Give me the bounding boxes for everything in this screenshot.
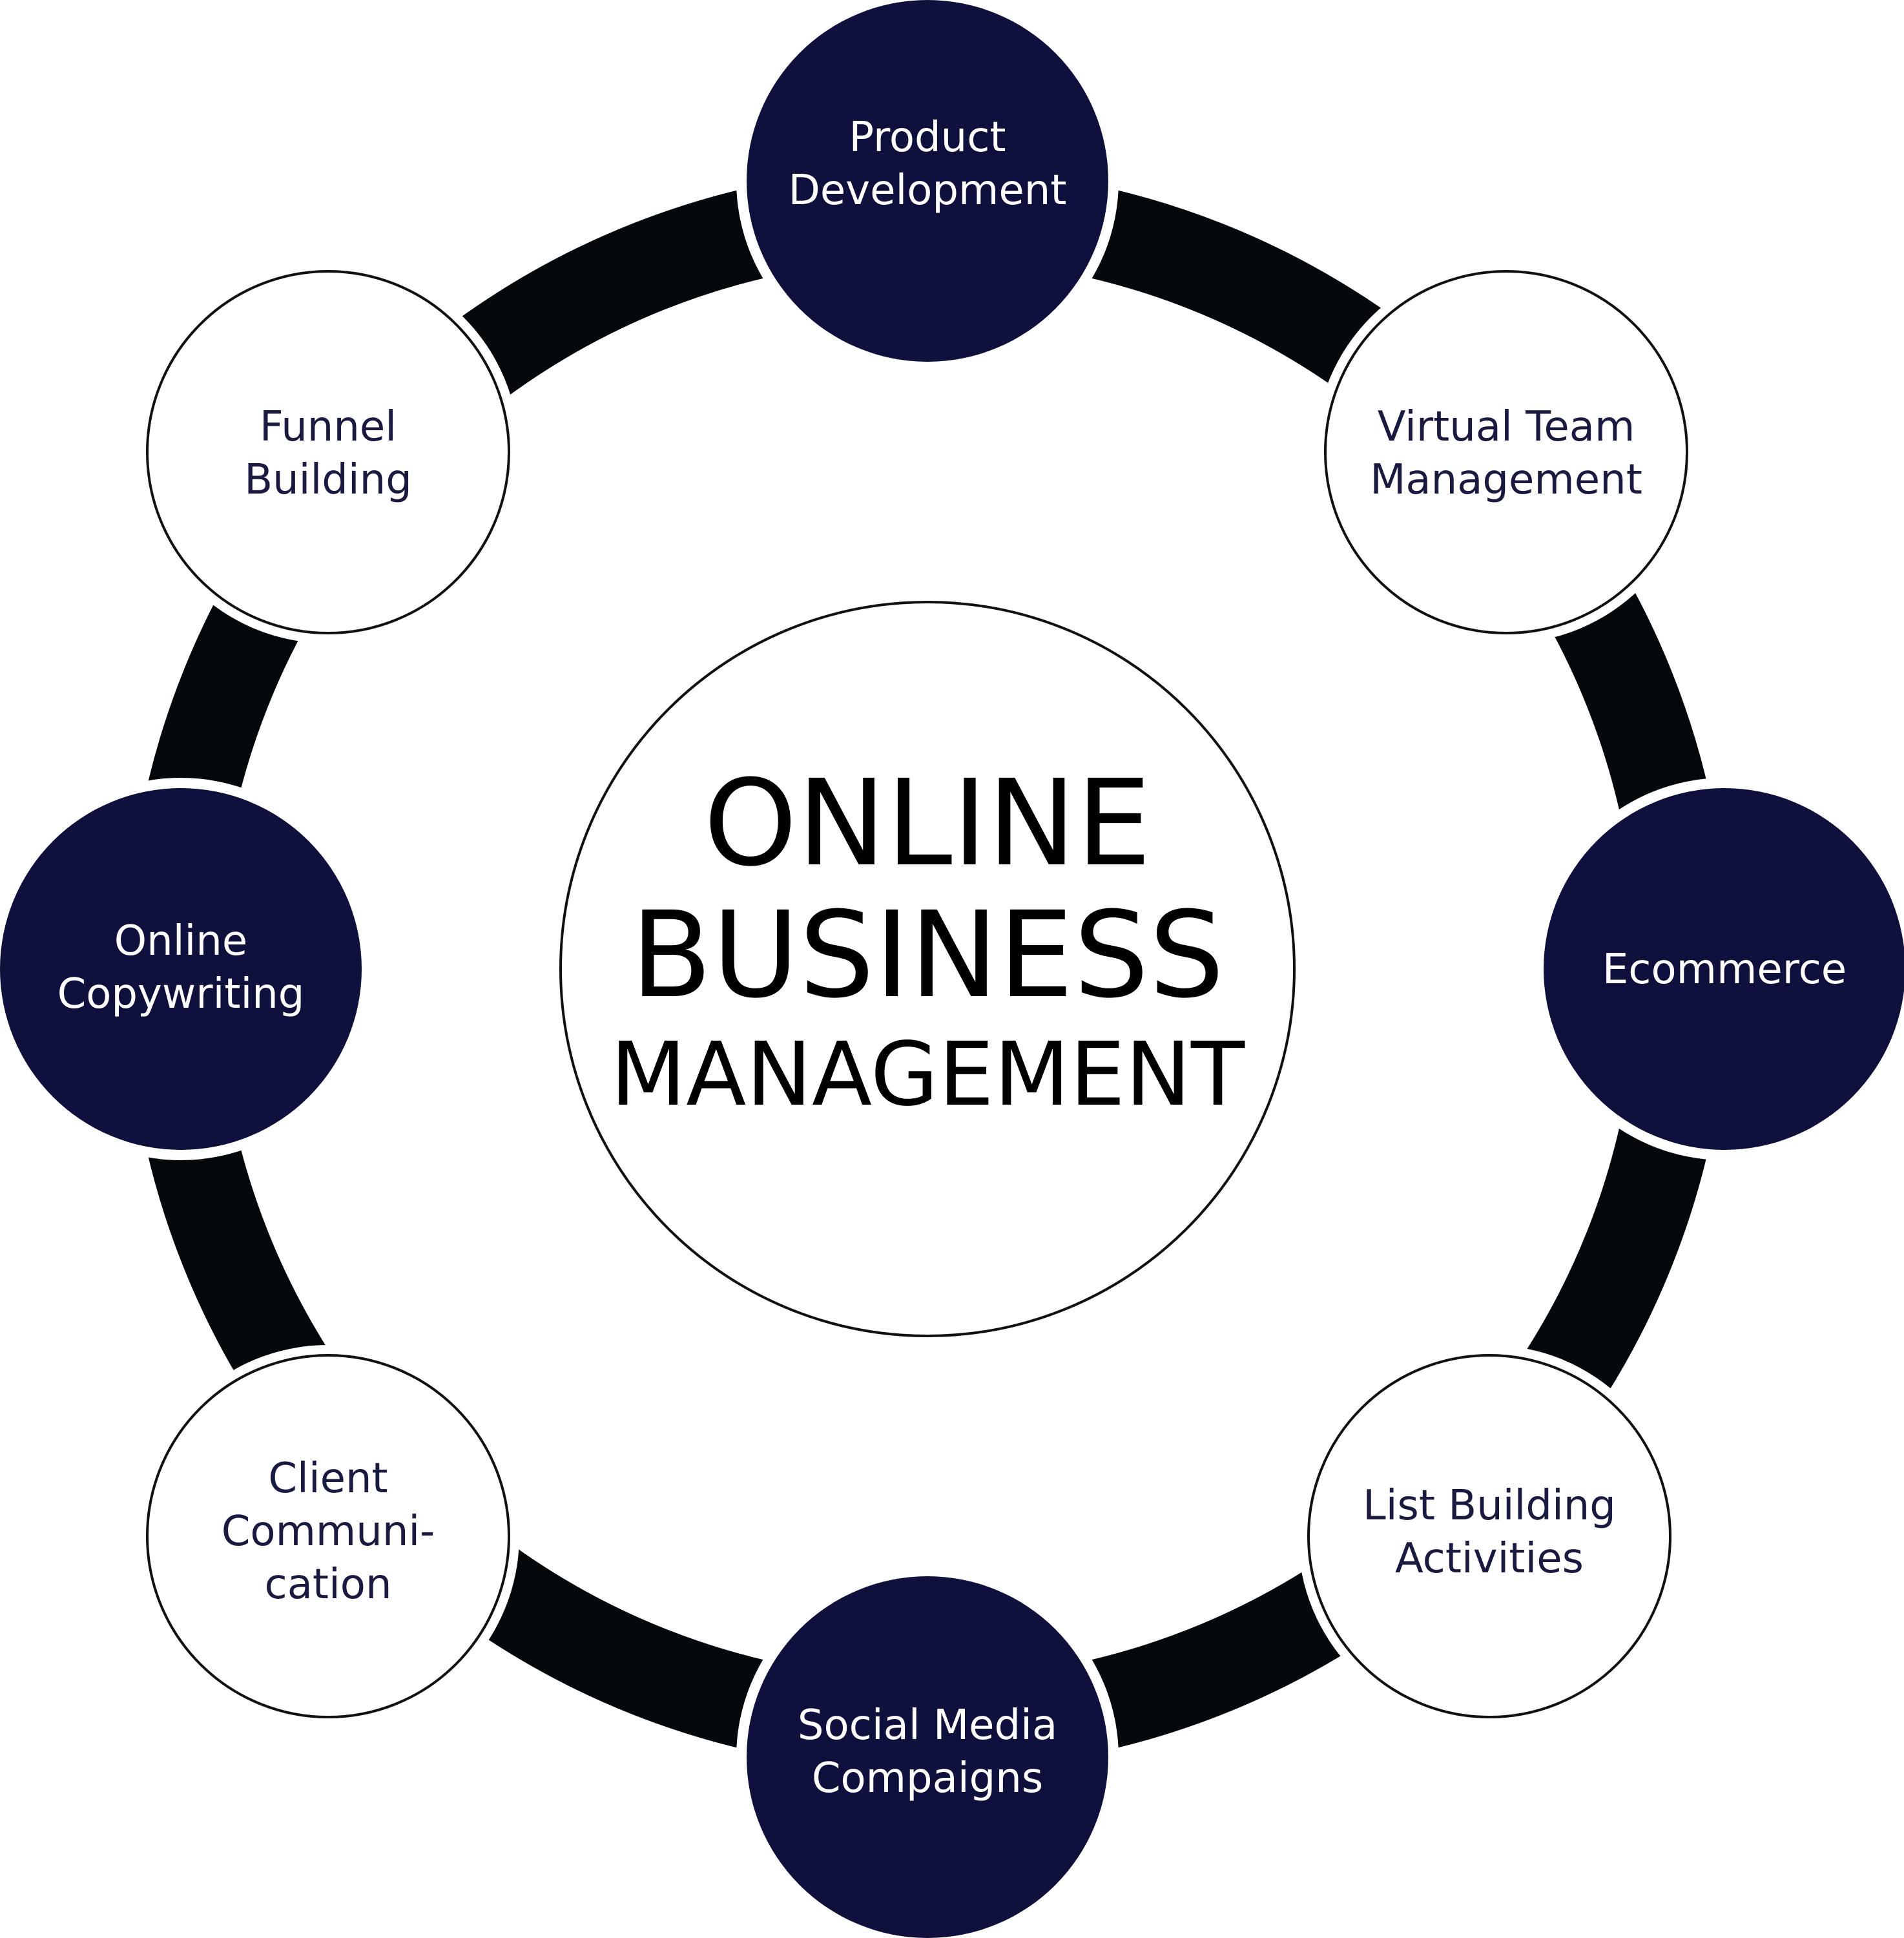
- node-disc: [0, 788, 362, 1150]
- node-ecommerce: Ecommerce: [1533, 778, 1904, 1160]
- node-product-development: Product Development: [736, 0, 1119, 372]
- node-label-line-1: Ecommerce: [1602, 946, 1847, 994]
- node-label-line-2: Compaigns: [812, 1755, 1043, 1802]
- node-label-line-2: Copywriting: [57, 970, 305, 1018]
- center-title-line-1: ONLINE: [703, 755, 1151, 893]
- node-label-line-1: Virtual Team: [1378, 403, 1635, 451]
- node-circle: [1324, 270, 1688, 634]
- node-label-line-1: Funnel: [260, 403, 397, 451]
- node-social-media-compaigns: Social Media Compaigns: [736, 1566, 1119, 1938]
- center-hub: ONLINE BUSINESS MANAGEMENT: [559, 601, 1296, 1337]
- node-disc: [747, 0, 1108, 362]
- node-label-line-1: Online: [114, 917, 247, 965]
- center-title-line-3: MANAGEMENT: [610, 1024, 1245, 1126]
- node-label-line-1: List Building: [1363, 1482, 1616, 1530]
- node-client-communication: Client Communi- cation: [137, 1345, 519, 1727]
- node-label-line-3: cation: [265, 1561, 392, 1609]
- node-circle: [146, 270, 510, 634]
- node-label-line-1: Social Media: [798, 1702, 1057, 1749]
- node-label-line-2: Management: [1370, 456, 1642, 504]
- node-label-line-2: Activities: [1395, 1535, 1584, 1583]
- node-list-building-activities: List Building Activities: [1298, 1345, 1681, 1727]
- center-title-line-2: BUSINESS: [630, 886, 1224, 1025]
- node-circle: [146, 1354, 510, 1718]
- node-disc: [747, 1576, 1108, 1938]
- node-virtual-team-management: Virtual Team Management: [1315, 261, 1697, 643]
- center-circle: [559, 601, 1296, 1337]
- node-disc: [1544, 788, 1904, 1150]
- node-funnel-building: Funnel Building: [137, 261, 519, 643]
- node-online-copywriting: Online Copywriting: [0, 778, 372, 1160]
- node-label-line-2: Development: [789, 167, 1067, 214]
- node-label-line-2: Communi-: [222, 1508, 435, 1556]
- node-label-line-1: Product: [849, 114, 1006, 162]
- node-label-line-1: Client: [268, 1455, 388, 1503]
- node-circle: [1307, 1354, 1671, 1718]
- node-label-line-2: Building: [244, 456, 412, 504]
